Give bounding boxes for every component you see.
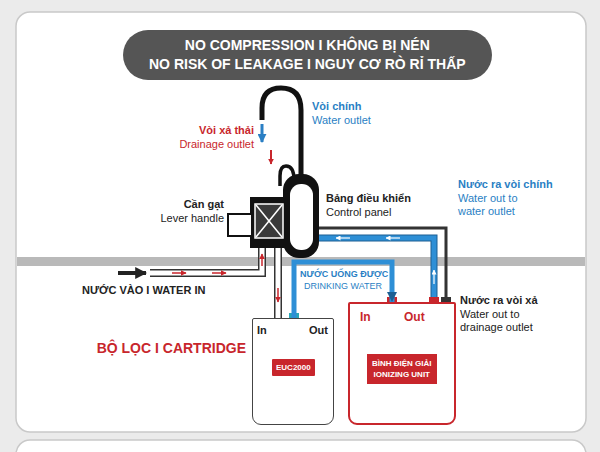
main-spout [262, 88, 301, 178]
water-in-arrow [118, 271, 146, 275]
flow-note: Nước ra vòi xả [460, 294, 538, 307]
model-label: EUC2000 [272, 359, 315, 376]
valve-x [256, 205, 282, 237]
part-name: Water outlet [312, 114, 371, 127]
panel [16, 12, 586, 432]
title-line: NO COMPRESSION I KHÔNG BỊ NÉN [149, 36, 466, 55]
ionizing-unit: BÌNH ĐIỆN GIẢIIONIZING UNIT In Out [348, 302, 456, 425]
unit-name: BÌNH ĐIỆN GIẢI [372, 358, 432, 369]
part-name: BỘ LỌC I CARTRIDGE [97, 340, 246, 357]
port-label: In [360, 310, 371, 324]
valve-x [256, 205, 282, 237]
water-outlet-arrow [261, 124, 264, 142]
pipe-outline [274, 247, 282, 318]
panel-next [16, 440, 586, 452]
flow-note: Water out to water outlet [458, 192, 540, 218]
flow-arrow [386, 237, 400, 238]
port-label: In [257, 324, 267, 336]
flow-arrow [212, 272, 226, 274]
flow-note: DRINKING WATER [304, 280, 382, 293]
faucet-body [283, 174, 319, 258]
part-name: Drainage outlet [179, 138, 254, 151]
unit-name: IONIZING UNIT [372, 369, 432, 380]
flow-arrow [172, 272, 186, 274]
port-label: Out [309, 324, 328, 336]
valve-block [250, 197, 288, 248]
control-panel [290, 184, 313, 250]
flow-note: NƯỚC VÀO I WATER IN [82, 284, 205, 297]
part-name: Bảng điều khiển [326, 192, 411, 205]
model-name: EUC2000 [276, 363, 311, 372]
title-line: NO RISK OF LEAKAGE I NGUY CƠ RÒ RỈ THẤP [149, 55, 466, 74]
part-name: Lever handle [160, 212, 224, 225]
drain-outlet-arrow [270, 150, 272, 164]
part-name: Vòi xả thải [199, 124, 254, 137]
flow-note: Water out to drainage outlet [460, 308, 550, 334]
title-banner: NO COMPRESSION I KHÔNG BỊ NÉNNO RISK OF … [123, 30, 492, 80]
flow-arrow [277, 288, 279, 302]
part-name: Vòi chính [312, 100, 362, 113]
part-name: Control panel [326, 206, 391, 219]
flow-arrow [336, 237, 350, 238]
ionizing-label: BÌNH ĐIỆN GIẢIIONIZING UNIT [367, 354, 437, 384]
part-name: Cần gạt [184, 198, 224, 211]
port-label: Out [404, 310, 425, 324]
flow-arrow [433, 270, 434, 284]
flow-note: Nước ra vòi chính [458, 178, 553, 191]
pipe-outline [150, 247, 262, 273]
pipe-to-cartridge [276, 247, 281, 318]
pipe-water-in [150, 247, 262, 273]
flow-arrow [261, 254, 263, 266]
lever-handle [228, 214, 252, 236]
valve-x-box [255, 204, 283, 238]
flow-note: NƯỚC UỐNG ĐƯỢC [300, 268, 388, 281]
cartridge: EUC2000 In Out [252, 318, 334, 425]
